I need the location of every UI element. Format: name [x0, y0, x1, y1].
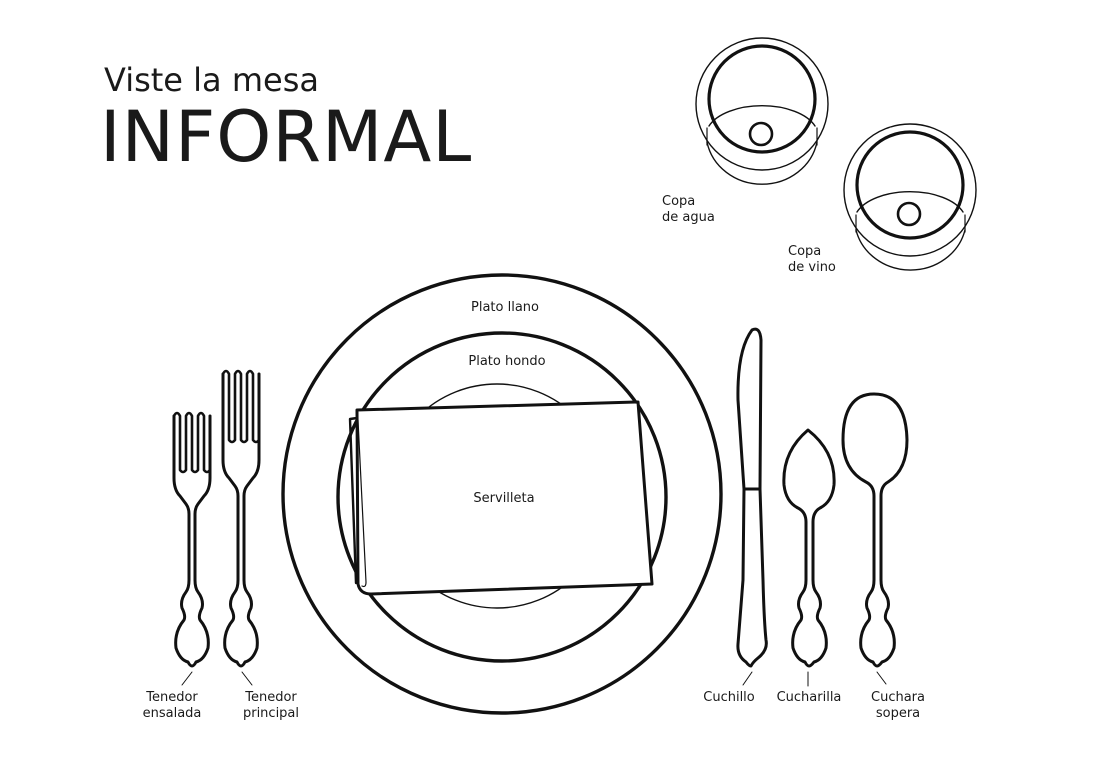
salad-fork-label-line1: Tenedor	[146, 690, 198, 705]
dinner-fork-label-line1: Tenedor	[245, 690, 297, 705]
dinner-fork-label: Tenedor principal	[231, 690, 311, 722]
napkin-icon	[348, 400, 654, 596]
knife-label: Cuchillo	[694, 690, 764, 706]
dinner-fork-icon	[221, 369, 261, 668]
water-glass-icon	[695, 37, 829, 185]
teaspoon-label: Cucharilla	[770, 690, 848, 706]
wine-glass-icon	[843, 123, 977, 271]
dinner-plate-icon	[281, 273, 723, 715]
soup-spoon-label-line2: sopera	[875, 706, 921, 721]
label-pointers	[181, 671, 887, 687]
water-glass-label: Copa de agua	[662, 194, 715, 226]
teaspoon-label-line1: Cucharilla	[776, 690, 842, 705]
wine-glass-label-line2: de vino	[788, 260, 836, 275]
napkin-label: Servilleta	[473, 491, 535, 506]
dinner-fork-label-line2: principal	[242, 706, 300, 721]
knife-label-line1: Cuchillo	[703, 690, 755, 705]
teaspoon-icon	[782, 428, 836, 668]
salad-fork-label: Tenedor ensalada	[132, 690, 212, 722]
soup-spoon-label-line1: Cuchara	[871, 690, 925, 705]
page-title: INFORMAL	[100, 96, 473, 178]
water-glass-label-line1: Copa	[662, 194, 696, 209]
dinner-plate-label: Plato llano	[471, 300, 539, 315]
soup-plate-label: Plato hondo	[468, 354, 546, 369]
wine-glass-label: Copa de vino	[788, 244, 836, 276]
salad-fork-icon	[172, 411, 212, 668]
wine-glass-label-line1: Copa	[788, 244, 822, 259]
soup-spoon-label: Cuchara sopera	[862, 690, 934, 722]
salad-fork-label-line2: ensalada	[142, 706, 202, 721]
soup-spoon-icon	[841, 392, 909, 668]
water-glass-label-line2: de agua	[662, 210, 715, 225]
page-subtitle: Viste la mesa	[104, 61, 319, 99]
knife-icon	[736, 327, 768, 668]
soup-plate-icon	[336, 331, 668, 663]
